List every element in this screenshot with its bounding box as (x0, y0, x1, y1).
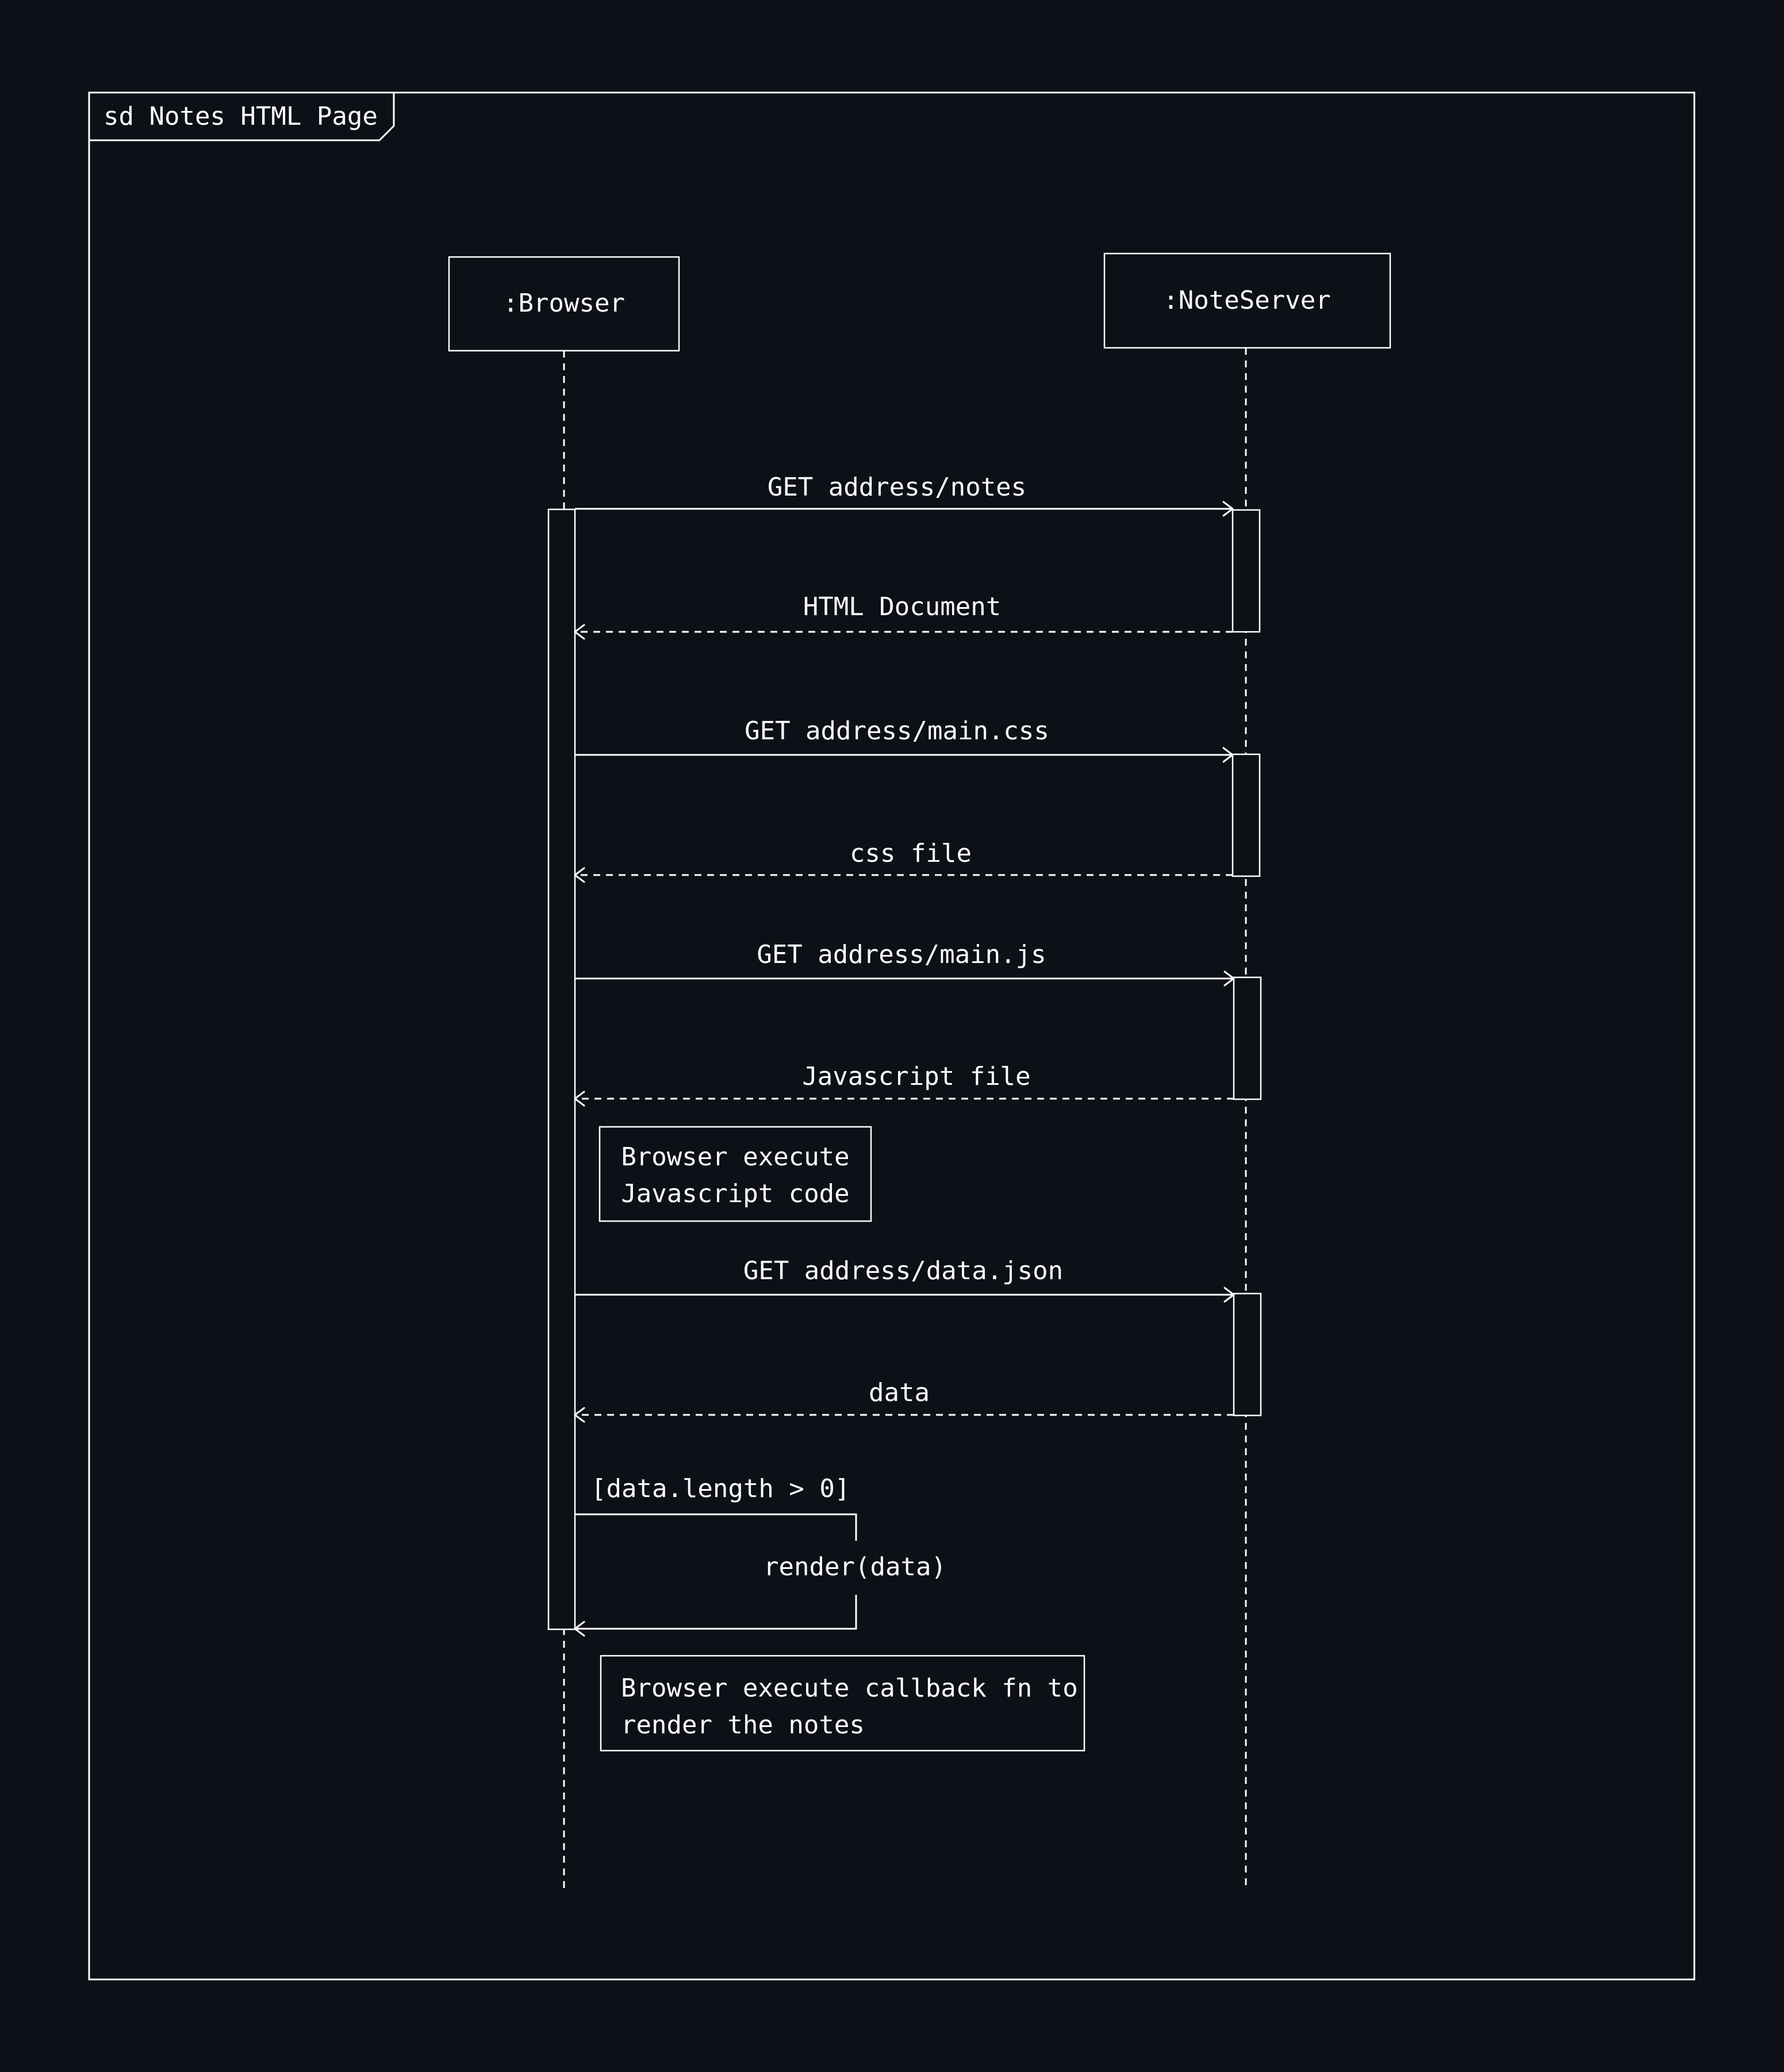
frame-border (88, 91, 1695, 1981)
arrowhead (574, 867, 585, 883)
note-line: Javascript code (621, 1179, 849, 1208)
server-activation-bar (1231, 509, 1261, 633)
diagram-frame: sd Notes HTML Page (88, 91, 1695, 1981)
server-activation-bar (1233, 1292, 1262, 1417)
note-execute-callback: Browser execute callback fn to render th… (600, 1655, 1085, 1752)
message-get-notes: GET address/notes (575, 473, 1234, 517)
self-message-guard: [data.length > 0] (591, 1474, 850, 1503)
message-data: data (574, 1378, 1234, 1423)
note-box (600, 1655, 1085, 1752)
server-activation-bar (1233, 976, 1262, 1100)
lifeline-browser-label: :Browser (503, 289, 625, 318)
arrowhead (574, 1621, 585, 1637)
message-label: Javascript file (802, 1062, 1030, 1091)
lifeline-server-head (1103, 252, 1391, 349)
message-label: GET address/main.css (745, 716, 1049, 746)
message-label: data (869, 1378, 930, 1407)
note-line: render the notes (621, 1710, 865, 1740)
message-html-document: HTML Document (574, 592, 1233, 640)
arrowhead (574, 1091, 585, 1107)
message-get-data-json: GET address/data.json (575, 1256, 1235, 1303)
arrowhead (1223, 1287, 1235, 1303)
lifeline-server-label: :NoteServer (1163, 286, 1330, 315)
message-label: HTML Document (803, 592, 1001, 621)
note-line: Browser execute (621, 1142, 849, 1172)
arrowhead (574, 624, 585, 640)
lifeline-browser-head (448, 256, 680, 352)
arrowhead (574, 1407, 585, 1423)
self-message-label: render(data) (764, 1552, 946, 1582)
note-line: Browser execute callback fn to (621, 1674, 1078, 1703)
note-box (598, 1126, 872, 1222)
arrowhead (1222, 501, 1234, 517)
message-css-file: css file (574, 839, 1233, 883)
message-label: GET address/data.json (743, 1256, 1063, 1286)
self-message-line-bottom (575, 1595, 857, 1630)
message-label: GET address/main.js (757, 940, 1046, 969)
arrowhead (1222, 747, 1234, 763)
browser-activation-bar (547, 508, 576, 1630)
message-javascript-file: Javascript file (574, 1062, 1234, 1107)
message-label: GET address/notes (768, 473, 1026, 502)
arrowhead (1223, 970, 1235, 987)
self-message-render: [data.length > 0] render(data) (574, 1474, 946, 1637)
frame-title: sd Notes HTML Page (103, 102, 378, 131)
self-message-line-top (575, 1513, 857, 1541)
frame-title-tab (89, 93, 395, 141)
note-execute-javascript: Browser execute Javascript code (598, 1126, 872, 1222)
server-activation-bar (1231, 753, 1261, 877)
message-get-main-css: GET address/main.css (575, 716, 1234, 763)
message-get-main-js: GET address/main.js (575, 940, 1235, 987)
message-label: css file (850, 839, 972, 868)
